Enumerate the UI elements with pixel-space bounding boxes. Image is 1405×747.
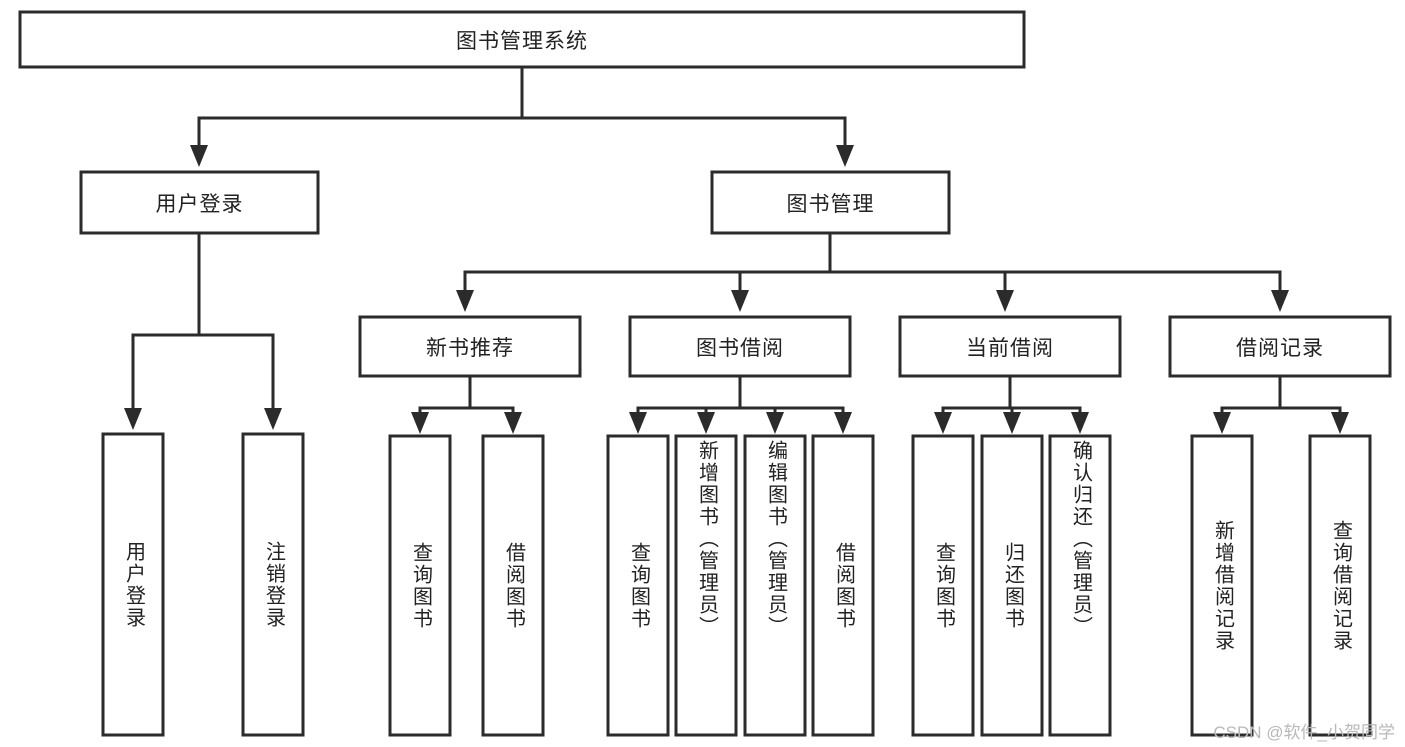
leaf-box-book-borrow-0[interactable] [606, 434, 670, 737]
leaf-box-new-book-1[interactable] [481, 434, 545, 737]
leaf-box-current-borrow-0[interactable] [911, 434, 975, 737]
connector-book-borrow-to-leaves [629, 374, 852, 434]
node-current-borrow-box[interactable] [898, 315, 1122, 378]
node-user-login-box[interactable] [79, 170, 320, 235]
connector-root-to-level2 [190, 65, 854, 167]
node-root-box[interactable] [18, 10, 1026, 69]
watermark-text: CSDN @软件_小贺同学 [1213, 723, 1395, 742]
leaf-box-borrow-record-1[interactable] [1308, 434, 1372, 737]
leaf-box-user-login-0[interactable] [101, 432, 165, 737]
node-new-book-recommend-box[interactable] [358, 315, 582, 378]
connector-new-book-to-leaves [411, 374, 522, 434]
leaf-box-new-book-0[interactable] [388, 434, 452, 737]
connector-borrow-record-to-leaves [1213, 374, 1349, 434]
node-book-borrow-box[interactable] [628, 315, 852, 378]
connector-book-manage-to-level3 [456, 231, 1289, 312]
leaf-box-book-borrow-2[interactable] [743, 434, 807, 737]
node-book-manage-box[interactable] [710, 170, 951, 235]
leaf-box-book-borrow-3[interactable] [811, 434, 875, 737]
node-borrow-record-box[interactable] [1168, 315, 1392, 378]
leaf-box-book-borrow-1[interactable] [674, 434, 738, 737]
leaf-box-user-login-1[interactable] [241, 432, 305, 737]
leaf-box-current-borrow-2[interactable] [1048, 434, 1112, 737]
leaf-box-borrow-record-0[interactable] [1190, 434, 1254, 737]
connector-user-login-to-leaves [124, 231, 282, 430]
leaf-box-current-borrow-1[interactable] [980, 434, 1044, 737]
connector-current-borrow-to-leaves [934, 374, 1089, 434]
